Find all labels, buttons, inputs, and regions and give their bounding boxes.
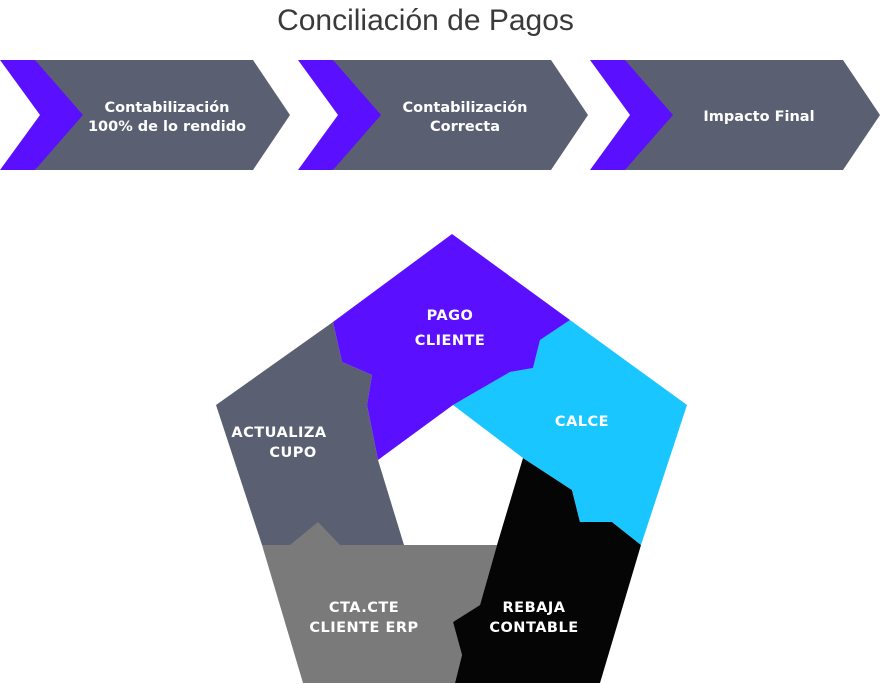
pago-line-2: CLIENTE [415,333,486,349]
chevron-2-line-1: Contabilización [402,100,527,116]
calce-line-1: CALCE [555,414,609,430]
chevron-2-line-2: Correcta [430,119,500,135]
chevron-1-line-2: 100% de lo rendido [88,119,246,135]
cta-line-1: CTA.CTE [329,600,399,616]
page-title: Conciliación de Pagos [277,4,574,37]
segment-actualiza-cupo: ACTUALIZA CUPO [216,322,404,545]
actualiza-line-2: CUPO [269,445,316,461]
segment-rebaja-contable: REBAJA CONTABLE [453,458,641,683]
chevron-3-line-1: Impacto Final [703,109,814,125]
segment-cta-cte: CTA.CTE CLIENTE ERP [262,522,497,683]
pago-line-1: PAGO [427,308,474,324]
rebaja-line-2: CONTABLE [489,620,578,636]
actualiza-line-1: ACTUALIZA [231,425,326,441]
segment-pago-cliente: PAGO CLIENTE [333,234,570,460]
chevron-1-line-1: Contabilización [104,100,229,116]
rebaja-line-1: REBAJA [503,600,566,616]
chevron-step-2: Contabilización Correcta [298,60,588,170]
cta-line-2: CLIENTE ERP [309,620,418,636]
chevron-step-3: Impacto Final [590,60,880,170]
chevron-step-1: Contabilización 100% de lo rendido [0,60,290,170]
segment-calce: CALCE [453,320,687,545]
